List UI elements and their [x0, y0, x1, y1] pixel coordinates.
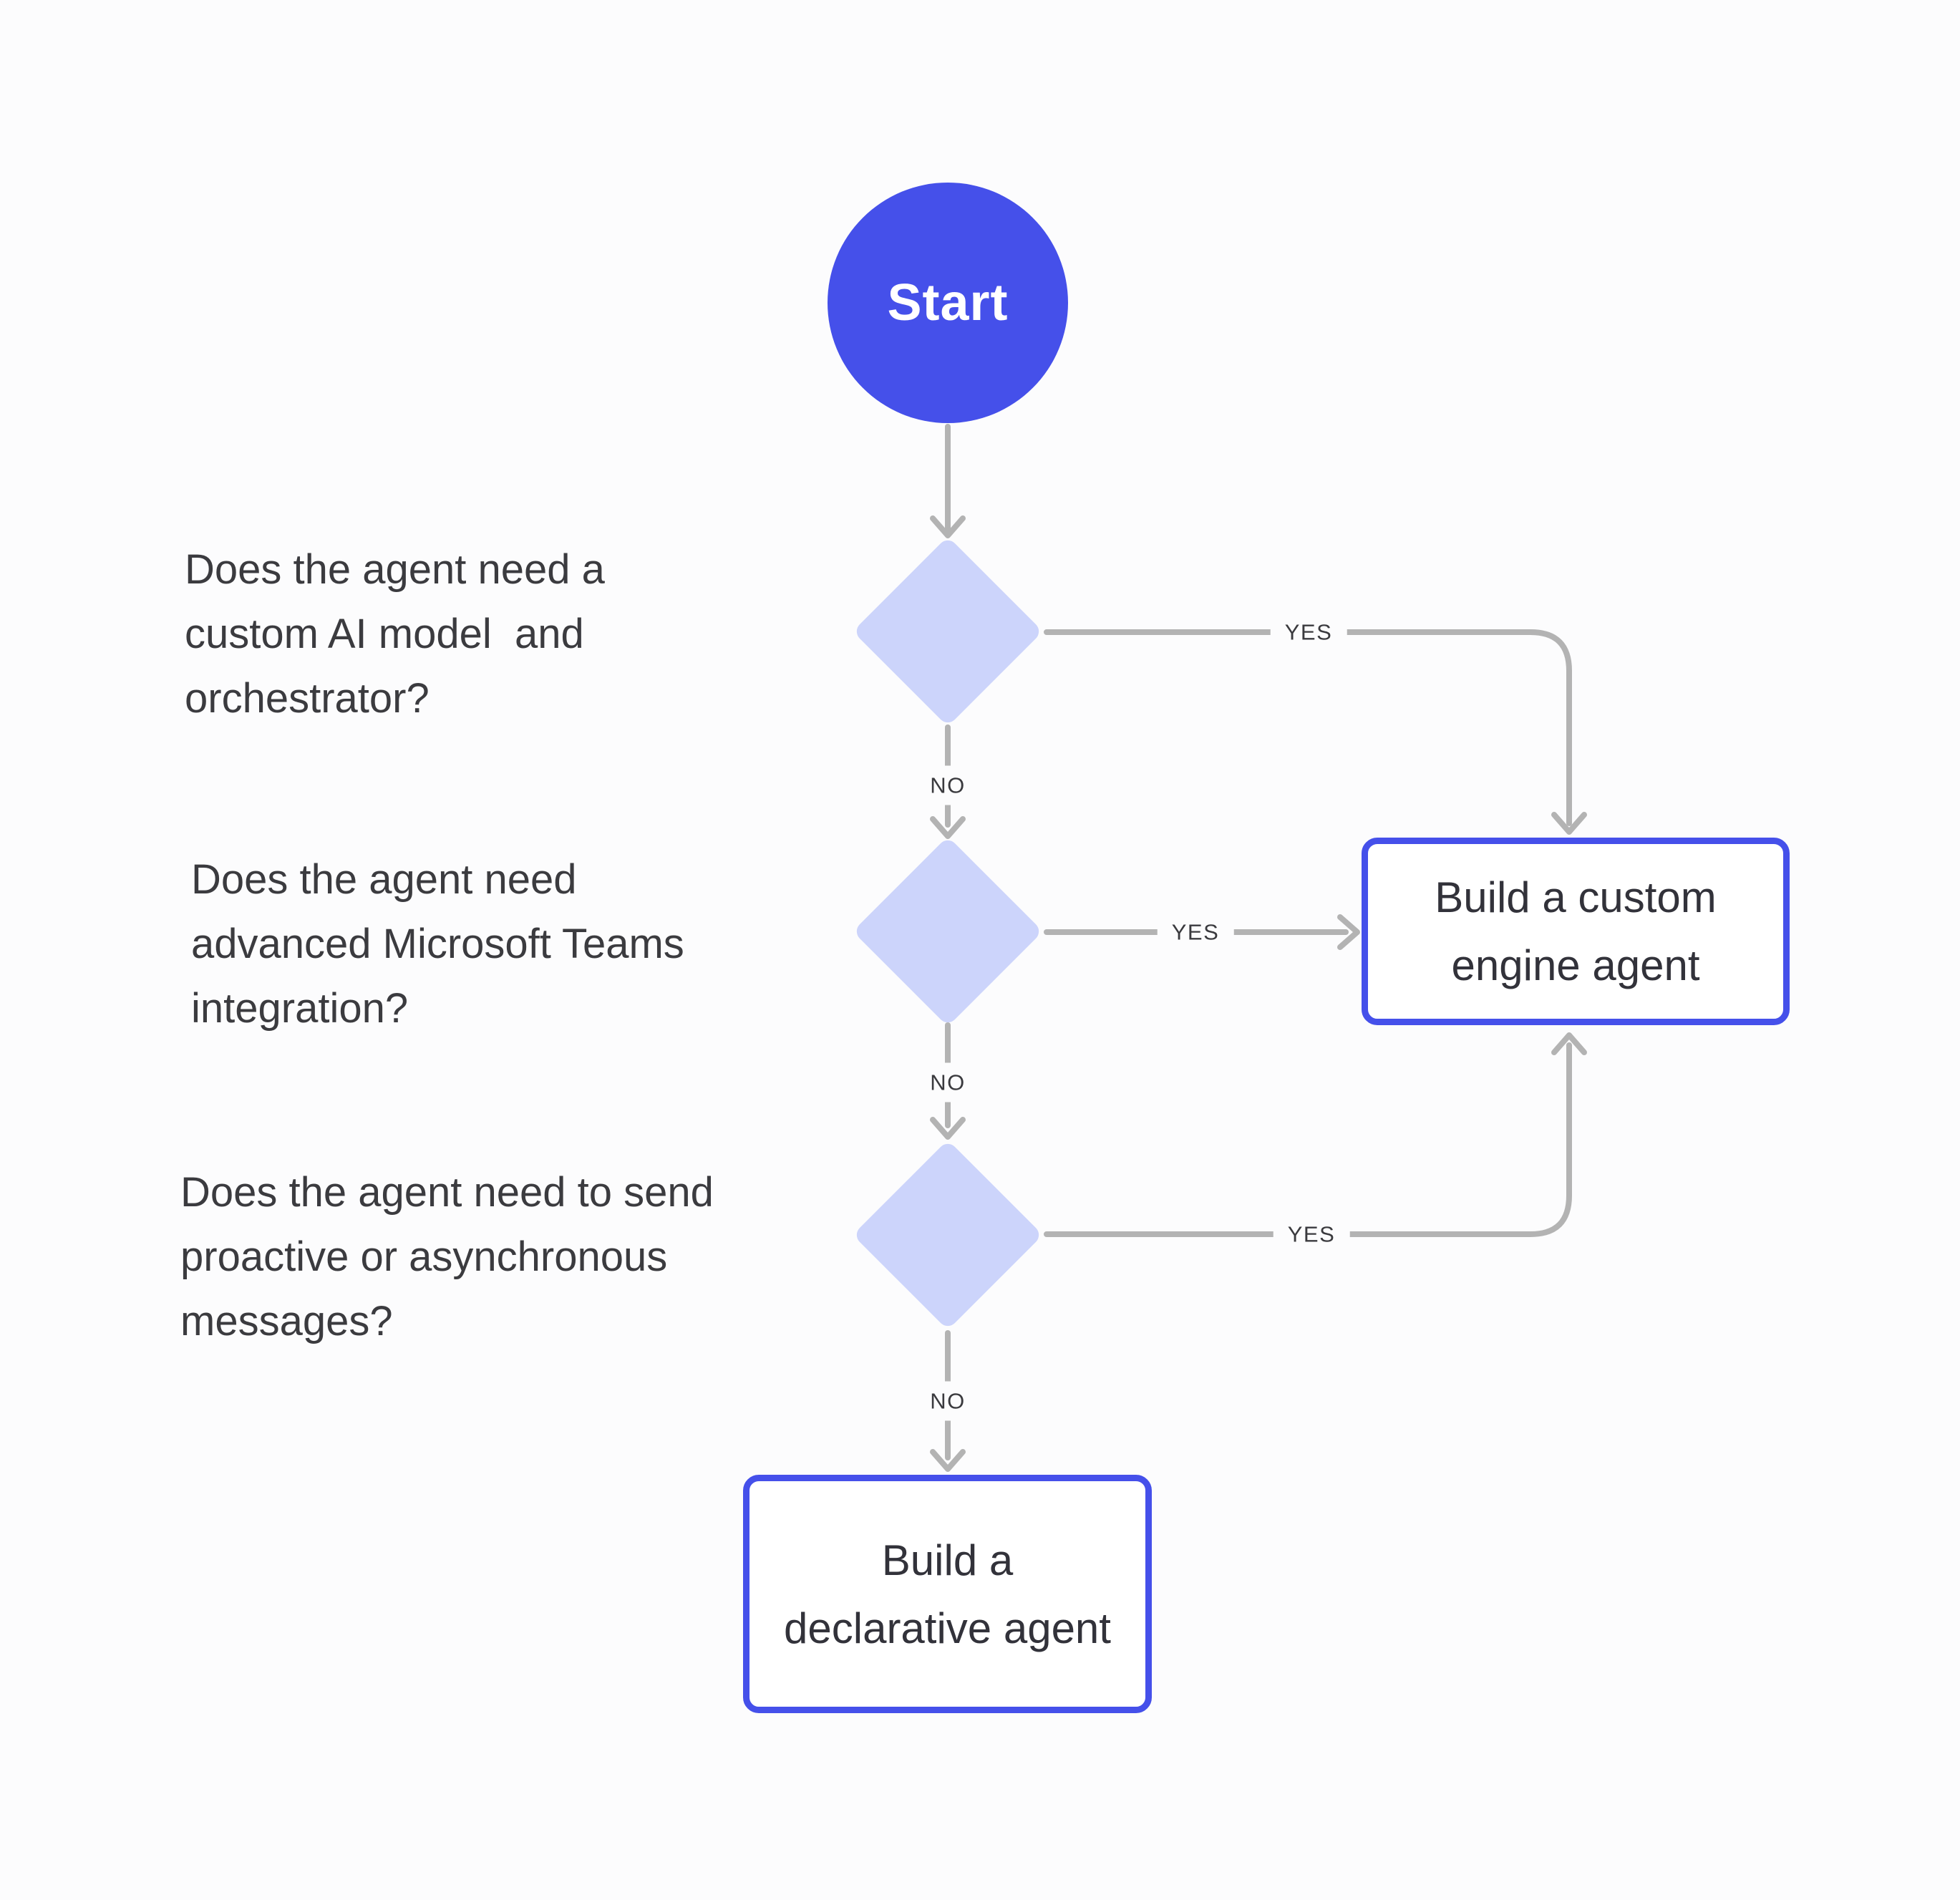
arrowhead-d1-yes [1551, 812, 1587, 835]
outcome-custom-engine-line-2: engine agent [1451, 941, 1700, 989]
question-1-line-3: orchestrator? [185, 675, 430, 722]
arrowhead-d2-yes [1337, 914, 1360, 950]
connector-d3-yes [1044, 1042, 1572, 1237]
outcome-box-custom-engine: Build a custom engine agent [1362, 838, 1790, 1025]
no-label-2: NO [916, 1062, 980, 1102]
question-1-line-2: custom AI model and [185, 611, 584, 657]
no-label-3: NO [916, 1381, 980, 1421]
arrowhead-d3-yes [1551, 1032, 1587, 1055]
yes-label-3: YES [1273, 1214, 1350, 1254]
question-3-line-1: Does the agent need to send [180, 1169, 714, 1216]
outcome-declarative-line-1: Build a [881, 1536, 1014, 1584]
question-3-line-2: proactive or asynchronous [180, 1233, 668, 1280]
arrowhead-d1-no [930, 816, 966, 839]
start-node: Start [828, 183, 1068, 423]
arrowhead-d3-no [930, 1449, 966, 1472]
connector-d1-yes [1044, 629, 1572, 826]
yes-label-2: YES [1157, 912, 1234, 952]
arrowhead-start-to-d1 [930, 515, 966, 538]
arrowhead-d2-no [930, 1117, 966, 1140]
yes-label-1: YES [1270, 612, 1347, 652]
question-text-1: Does the agent need a custom AI model an… [185, 538, 605, 731]
no-label-1: NO [916, 765, 980, 805]
question-1-line-1: Does the agent need a [185, 546, 605, 593]
start-label: Start [887, 274, 1009, 331]
outcome-custom-engine-line-1: Build a custom [1435, 873, 1717, 921]
question-text-3: Does the agent need to send proactive or… [180, 1160, 714, 1354]
question-2-line-3: integration? [191, 985, 409, 1032]
question-text-2: Does the agent need advanced Microsoft T… [191, 848, 684, 1041]
question-2-line-2: advanced Microsoft Teams [191, 921, 684, 967]
question-3-line-3: messages? [180, 1298, 393, 1344]
question-2-line-1: Does the agent need [191, 856, 577, 903]
outcome-box-declarative: Build a declarative agent [743, 1475, 1152, 1713]
outcome-declarative-line-2: declarative agent [784, 1604, 1111, 1652]
